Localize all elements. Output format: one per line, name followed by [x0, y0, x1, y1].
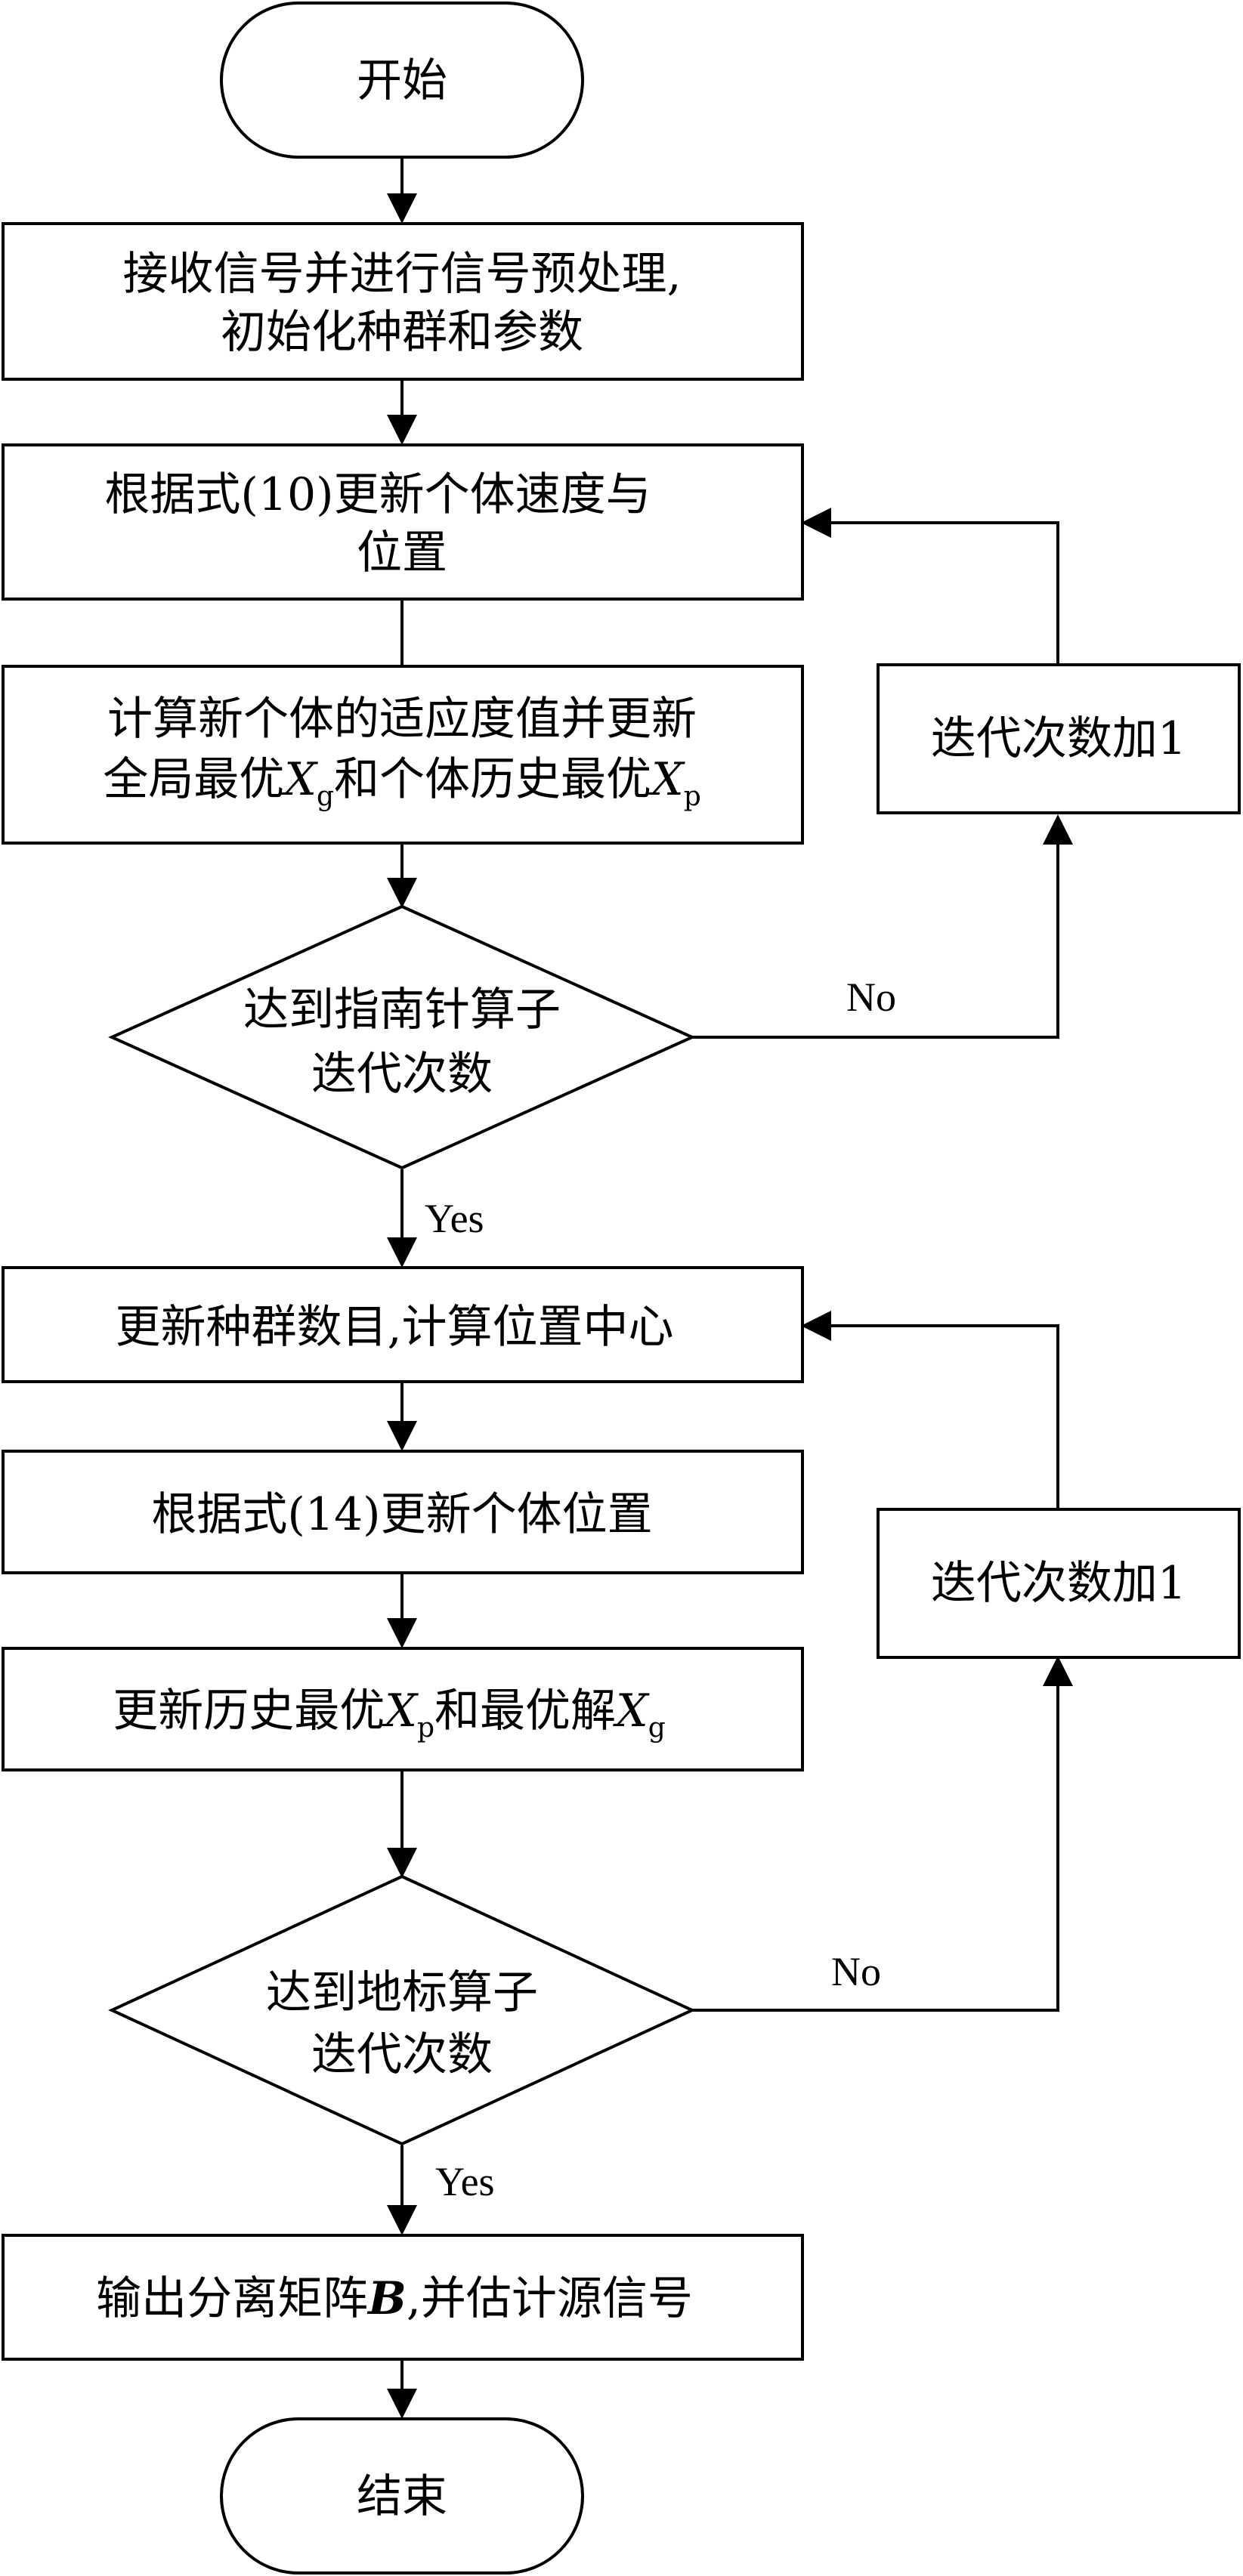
- fitness-line2-b: 和个体历史最优: [334, 753, 651, 806]
- decision-landmark-line2: 迭代次数: [311, 2028, 493, 2081]
- update-velocity-line2: 位置: [357, 527, 447, 579]
- edge-iter1-back: [801, 508, 1059, 663]
- fitness-line2-sub2: p: [684, 781, 701, 812]
- decision-landmark-line1: 达到地标算子: [266, 1966, 538, 2019]
- start-label: 开始: [357, 54, 447, 107]
- decision-compass-line2: 迭代次数: [311, 1048, 493, 1101]
- end-node: 结束: [220, 2417, 584, 2574]
- update-best-sub2: g: [648, 1713, 666, 1744]
- iter-add-2-node: 迭代次数加1: [877, 1508, 1241, 1659]
- init-label-line1: 接收信号并进行信号预处理,: [122, 248, 681, 301]
- output-node: 输出分离矩阵B,并估计源信号: [2, 2234, 804, 2361]
- edge-label-yes-1: Yes: [425, 1196, 484, 1241]
- update-best-a: 更新历史最优: [113, 1685, 385, 1737]
- fitness-line2-a: 全局最优: [103, 753, 284, 806]
- connectors: [387, 159, 1073, 2419]
- update-position-node: 根据式(14)更新个体位置: [2, 1450, 804, 1574]
- update-best-sub1: p: [417, 1713, 434, 1744]
- edge-iter2-back: [801, 1311, 1059, 1508]
- update-best-label: 更新历史最优Xp和最优解Xg: [113, 1685, 666, 1744]
- edge-label-no-1: No: [846, 974, 896, 1020]
- decision-compass-node: 达到指南针算子 迭代次数: [108, 904, 696, 1170]
- iter-add-1-node: 迭代次数加1: [877, 663, 1241, 814]
- edge-label-no-2: No: [831, 1949, 881, 1994]
- update-position-label: 根据式(14)更新个体位置: [151, 1488, 652, 1541]
- init-label-line2: 初始化种群和参数: [221, 306, 583, 359]
- output-label: 输出分离矩阵B,并估计源信号: [96, 2272, 693, 2325]
- update-velocity-node: 根据式(10)更新个体速度与 位置: [2, 443, 804, 601]
- fitness-node: 计算新个体的适应度值并更新 全局最优Xg和个体历史最优Xp: [2, 665, 804, 845]
- fitness-line2-var1: X: [281, 753, 318, 806]
- update-pop-node: 更新种群数目,计算位置中心: [2, 1266, 804, 1383]
- edge-label-yes-2: Yes: [435, 2159, 495, 2204]
- decision-compass-line1: 达到指南针算子: [243, 984, 561, 1036]
- fitness-line2: 全局最优Xg和个体历史最优Xp: [103, 753, 701, 812]
- update-best-b: 和最优解: [434, 1685, 616, 1737]
- iter-add-2-label: 迭代次数加1: [931, 1557, 1186, 1610]
- fitness-line1: 计算新个体的适应度值并更新: [107, 693, 697, 746]
- output-a: 输出分离矩阵: [96, 2272, 368, 2325]
- update-best-node: 更新历史最优Xp和最优解Xg: [2, 1647, 804, 1771]
- start-node: 开始: [220, 2, 584, 159]
- edge-decision1-no: [692, 814, 1073, 1039]
- output-var: B: [366, 2272, 407, 2325]
- output-b: ,并估计源信号: [407, 2272, 693, 2325]
- update-pop-label: 更新种群数目,计算位置中心: [115, 1301, 673, 1354]
- fitness-line2-var2: X: [648, 753, 685, 806]
- update-velocity-line1: 根据式(10)更新个体速度与: [104, 468, 651, 521]
- iter-add-1-label: 迭代次数加1: [931, 712, 1186, 765]
- decision-landmark-node: 达到地标算子 迭代次数: [108, 1874, 696, 2146]
- edge-decision2-no: [692, 1656, 1073, 2012]
- update-best-var1: X: [382, 1685, 419, 1737]
- end-label: 结束: [357, 2470, 447, 2523]
- update-best-var2: X: [613, 1685, 650, 1737]
- init-node: 接收信号并进行信号预处理, 初始化种群和参数: [2, 222, 804, 381]
- fitness-line2-sub1: g: [317, 781, 334, 812]
